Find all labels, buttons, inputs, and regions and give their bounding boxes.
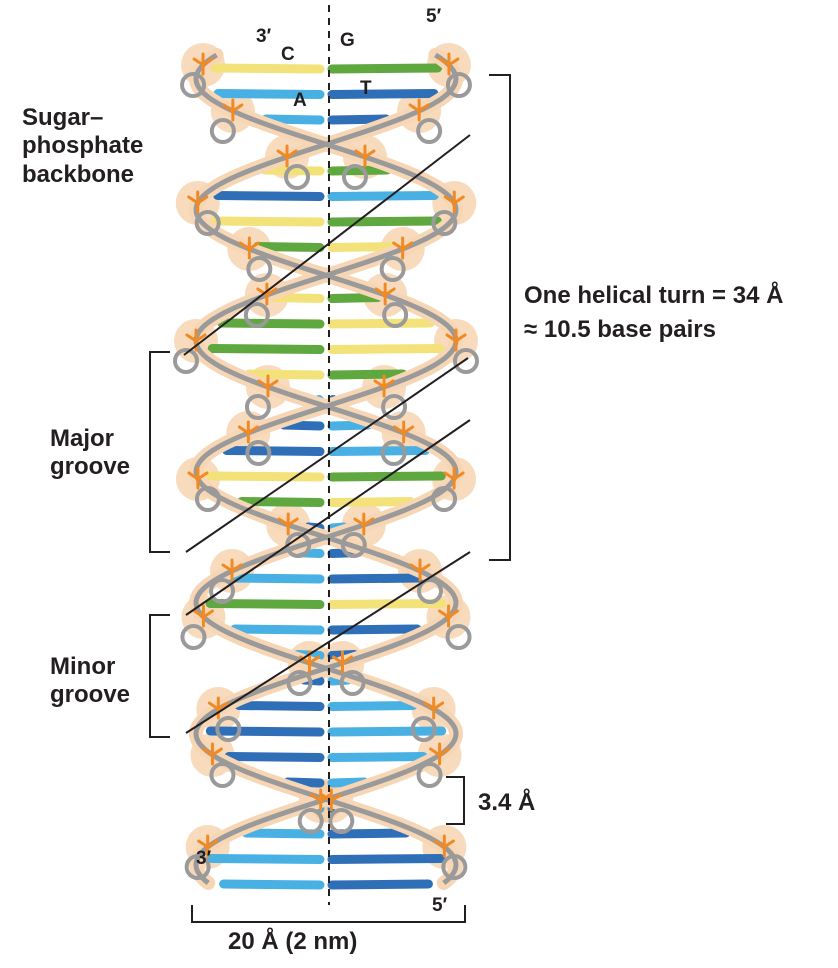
base-T — [332, 859, 441, 860]
base-G — [257, 247, 320, 248]
base-C — [332, 349, 440, 350]
base-C — [211, 476, 320, 477]
base-C — [249, 374, 320, 375]
bottom-right-5prime-label: 5′ — [432, 895, 447, 917]
base-t-label: T — [360, 78, 372, 100]
base-a-label: A — [293, 90, 307, 112]
base-A — [332, 196, 434, 197]
backbone-label: Sugar– phosphate backbone — [22, 104, 143, 189]
base-G — [242, 502, 320, 503]
base-T — [227, 451, 320, 452]
base-C — [332, 247, 395, 248]
base-C — [265, 170, 320, 171]
top-left-3prime-label: 3′ — [256, 26, 271, 48]
base-A — [332, 757, 423, 758]
rise-per-base-label: 3.4 Å — [478, 789, 535, 817]
base-A — [211, 859, 320, 860]
base-C — [332, 502, 410, 503]
base-T — [332, 629, 417, 630]
minor-groove-bracket — [150, 615, 170, 737]
base-G — [222, 323, 320, 324]
base-G — [210, 604, 320, 605]
base-A — [224, 884, 320, 885]
base-A — [235, 629, 320, 630]
base-C — [274, 298, 320, 299]
bottom-left-3prime-label: 3′ — [196, 848, 211, 870]
base-T — [229, 757, 320, 758]
base-C — [215, 221, 320, 222]
helix-width-label: 20 Å (2 nm) — [228, 928, 357, 956]
base-A — [332, 451, 425, 452]
base-pairs-per-turn-label: ≈ 10.5 base pairs — [524, 316, 716, 344]
base-T — [332, 94, 434, 95]
base-g-label: G — [340, 30, 355, 52]
base-A — [332, 731, 442, 732]
major-groove-bracket — [150, 352, 170, 552]
top-right-5prime-label: 5′ — [426, 6, 441, 28]
base-A — [332, 706, 413, 707]
base-T — [218, 196, 320, 197]
base-G — [332, 374, 403, 375]
base-G — [332, 170, 387, 171]
helical-turn-bracket — [489, 75, 510, 560]
base-C — [214, 68, 320, 69]
base-pair-layer — [210, 68, 442, 885]
base-c-label: C — [281, 44, 295, 66]
base-T — [332, 578, 420, 579]
major-groove-label: Major groove — [50, 425, 130, 482]
base-G — [212, 349, 320, 350]
base-G — [332, 298, 378, 299]
base-C — [332, 323, 430, 324]
base-T — [239, 706, 320, 707]
base-A — [232, 578, 320, 579]
base-T — [210, 731, 320, 732]
width-bracket — [192, 905, 465, 922]
rise-bracket — [446, 777, 464, 824]
base-G — [332, 221, 437, 222]
minor-groove-label: Minor groove — [50, 653, 130, 710]
base-G — [332, 68, 438, 69]
helical-turn-label: One helical turn = 34 Å — [524, 282, 783, 310]
base-T — [332, 884, 428, 885]
